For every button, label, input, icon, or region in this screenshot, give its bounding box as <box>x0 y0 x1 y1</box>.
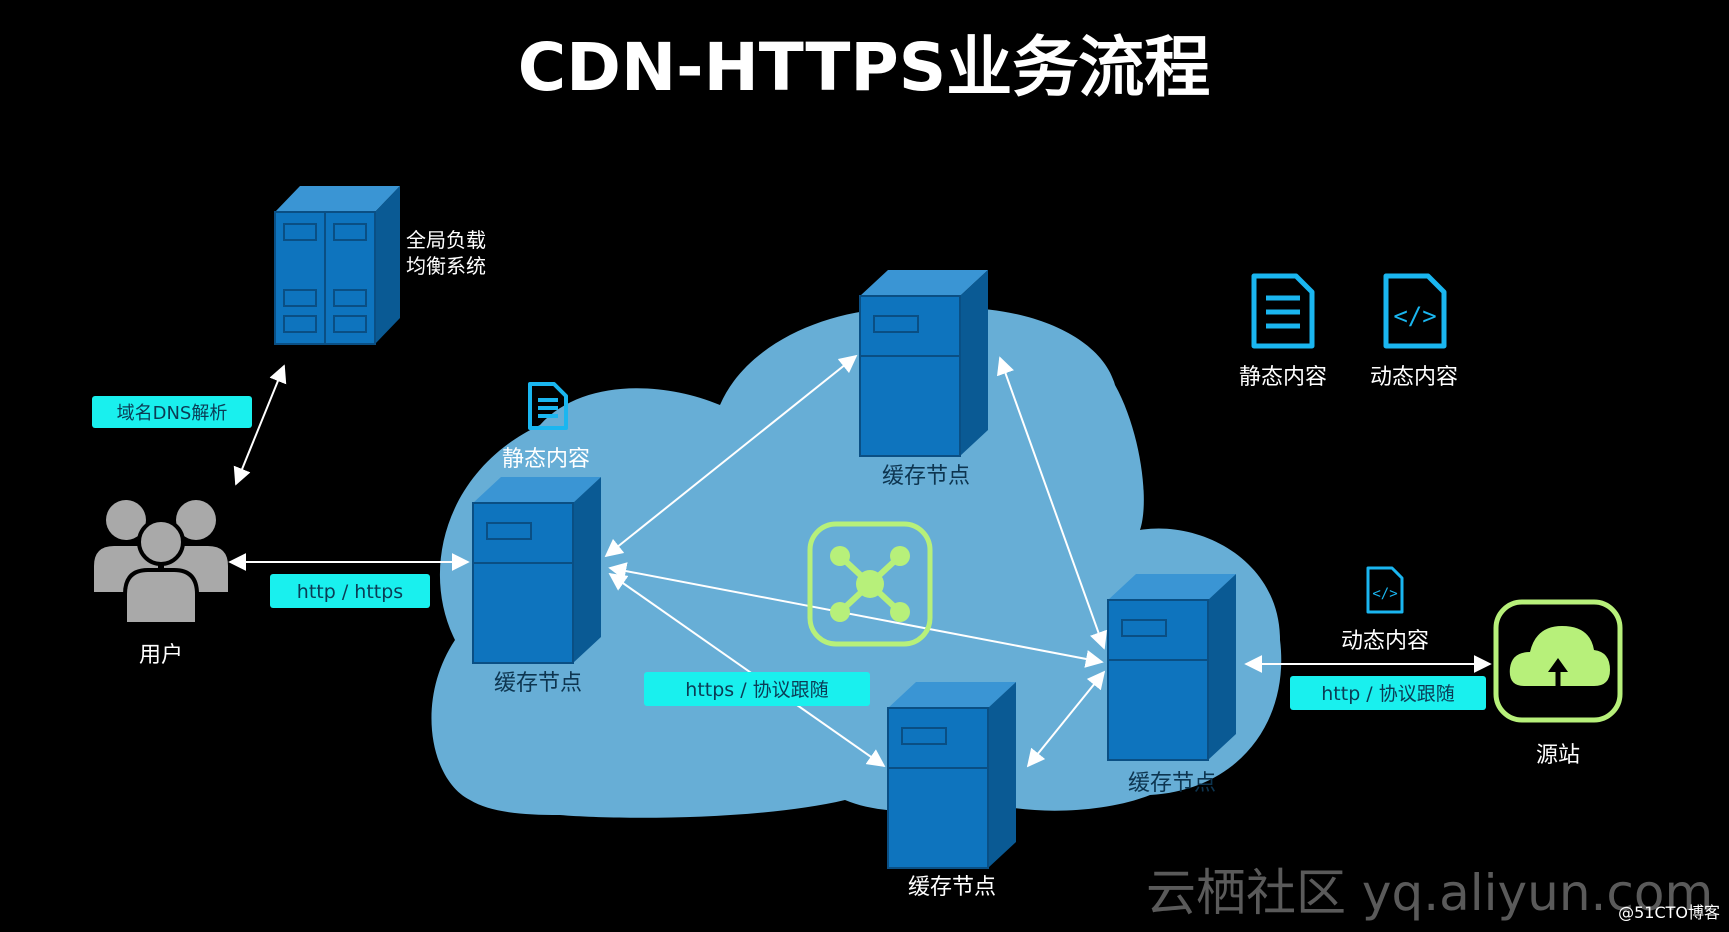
user-cache-tag-label: http / https <box>297 581 403 603</box>
cache-bottom-label: 缓存节点 <box>908 875 996 900</box>
cache-top-server-icon <box>859 269 989 457</box>
gslb-label-line1: 全局负载 <box>406 228 486 252</box>
edge-left-bottom <box>608 572 886 768</box>
user-cache-tag <box>270 574 430 608</box>
origin-tag <box>1290 676 1486 710</box>
cache-left-server-icon <box>472 476 602 664</box>
cache-left-content-label: 静态内容 <box>502 447 590 472</box>
code-icon: </> <box>1366 566 1404 614</box>
cache-right-label: 缓存节点 <box>1128 771 1216 796</box>
origin-label: 源站 <box>1536 743 1580 768</box>
dns-tag <box>92 396 252 428</box>
hub-icon <box>807 521 933 647</box>
inter-cache-tag-label: https / 协议跟随 <box>685 679 828 701</box>
cache-bottom-server-icon <box>887 681 1017 869</box>
document-icon <box>528 382 568 430</box>
edge-left-top <box>604 354 858 558</box>
user-label: 用户 <box>139 643 183 668</box>
watermark-credit: @51CTO博客 <box>1618 903 1720 922</box>
legend-dynamic-label: 动态内容 <box>1370 365 1458 390</box>
cache-top-label: 缓存节点 <box>882 464 970 489</box>
edge-dns <box>233 364 287 486</box>
inter-cache-tag <box>644 672 870 706</box>
gslb-server-icon <box>274 186 400 345</box>
svg-text:</>: </> <box>1393 302 1436 330</box>
dns-tag-label: 域名DNS解析 <box>117 403 228 424</box>
page-title: CDN-HTTPS业务流程 <box>518 29 1211 106</box>
edge-top-right <box>996 356 1108 650</box>
svg-text:</>: </> <box>1372 586 1397 602</box>
cache-right-server-icon <box>1107 573 1237 761</box>
edges <box>228 354 1492 768</box>
gslb-label-line2: 均衡系统 <box>406 254 486 278</box>
legend-static-icon <box>1251 273 1315 349</box>
legend-static-label: 静态内容 <box>1239 365 1327 390</box>
legend-dynamic-icon: </> <box>1383 273 1447 349</box>
origin-icon <box>1493 599 1623 723</box>
origin-tag-label: http / 协议跟随 <box>1321 683 1454 705</box>
watermark-brand: 云栖社区 yq.aliyun.com <box>1146 864 1713 922</box>
edge-bottom-right <box>1026 670 1106 768</box>
cache-left-label: 缓存节点 <box>494 671 582 696</box>
cache-right-content-label: 动态内容 <box>1341 629 1429 654</box>
users-icon <box>94 500 228 626</box>
